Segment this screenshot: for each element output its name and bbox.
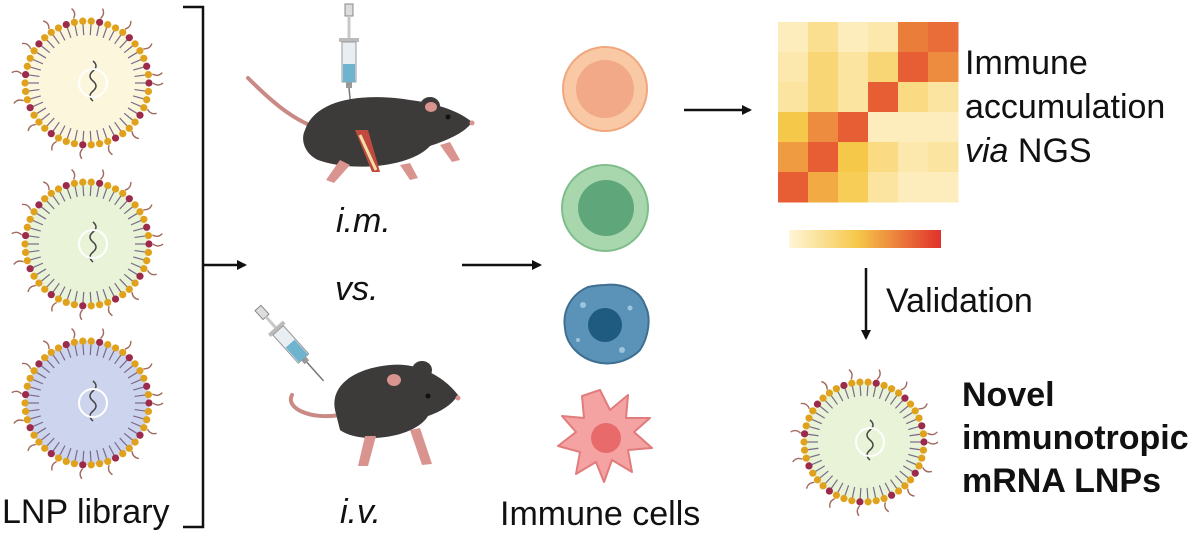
heatmap-cell	[928, 142, 959, 173]
heatmap-cell	[808, 112, 839, 143]
heatmap-cell	[868, 172, 899, 203]
heatmap-cell	[868, 52, 899, 83]
mouse-icon	[246, 76, 475, 183]
heatmap-icon	[778, 22, 959, 203]
heatmap-cell	[778, 82, 809, 113]
immune-accumulation-line2: accumulation	[965, 88, 1166, 126]
immune-cell-icon	[563, 283, 650, 365]
heatmap-cell	[808, 52, 839, 83]
immune-cell-icon	[561, 164, 649, 252]
heatmap-cell	[838, 172, 869, 203]
immune-cells-label: Immune cells	[500, 495, 701, 533]
heatmap-cell	[898, 172, 929, 203]
immune-accumulation-line3: via NGS	[965, 132, 1092, 170]
heatmap-cell	[898, 112, 929, 143]
heatmap-cell	[808, 22, 839, 53]
heatmap-cell	[838, 52, 869, 83]
syringe-icon	[339, 3, 359, 109]
heatmap-cell	[868, 22, 899, 53]
heatmap-cell	[778, 112, 809, 143]
lnp-nanoparticle-icon	[790, 369, 939, 517]
lnp-nanoparticle-icon	[11, 8, 164, 160]
ngs-text: NGS	[1008, 132, 1092, 170]
immune-cell-icon	[562, 46, 648, 132]
novel-lnps-line2: immunotropic	[962, 419, 1189, 457]
library-bracket	[183, 5, 205, 529]
validation-label: Validation	[886, 282, 1033, 320]
heatmap-cell	[898, 82, 929, 113]
iv-label: i.v.	[340, 493, 381, 531]
color-scale-bar	[789, 230, 941, 248]
heatmap-cell	[778, 22, 809, 53]
heatmap-cell	[808, 172, 839, 203]
heatmap-cell	[928, 52, 959, 83]
im-label: i.m.	[336, 202, 391, 240]
lnp-nanoparticle-icon	[11, 328, 164, 480]
heatmap-cell	[928, 22, 959, 53]
immune-cell-icon	[557, 389, 653, 483]
heatmap-cell	[898, 52, 929, 83]
via-text: via	[965, 132, 1009, 170]
lnp-nanoparticle-icon	[11, 169, 164, 321]
heatmap-cell	[778, 142, 809, 173]
heatmap-cell	[838, 112, 869, 143]
heatmap-cell	[868, 142, 899, 173]
heatmap-cell	[778, 52, 809, 83]
lnp-library-label: LNP library	[2, 493, 170, 531]
heatmap-cell	[778, 172, 809, 203]
heatmap-cell	[868, 112, 899, 143]
heatmap-cell	[928, 172, 959, 203]
syringe-icon	[254, 304, 325, 382]
heatmap-cell	[838, 22, 869, 53]
vs-label: vs.	[335, 270, 379, 308]
novel-lnps-line1: Novel	[962, 376, 1055, 414]
mouse-icon	[288, 361, 461, 466]
heatmap-cell	[898, 22, 929, 53]
heatmap-cell	[838, 142, 869, 173]
heatmap-cell	[838, 82, 869, 113]
heatmap-cell	[928, 82, 959, 113]
heatmap-cell	[808, 142, 839, 173]
novel-lnps-line3: mRNA LNPs	[962, 462, 1161, 500]
heatmap-cell	[808, 82, 839, 113]
immune-accumulation-line1: Immune	[965, 44, 1088, 82]
heatmap-cell	[868, 82, 899, 113]
heatmap-cell	[898, 142, 929, 173]
heatmap-cell	[928, 112, 959, 143]
